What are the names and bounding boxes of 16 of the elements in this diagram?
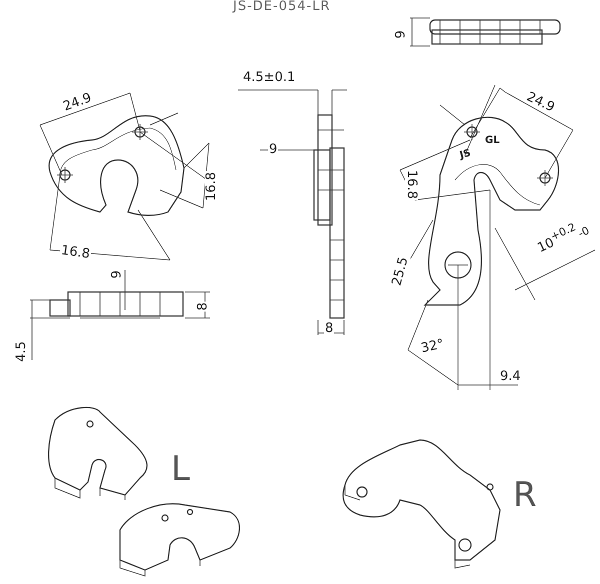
- view-letter: R: [512, 478, 538, 512]
- dimension-value: 4.5: [14, 340, 28, 363]
- part-number-title: JS-DE-054-LR: [232, 0, 332, 13]
- dimension-value: 8: [324, 322, 334, 335]
- dimension-value: 16.8: [204, 171, 218, 202]
- dimension-value: 9: [268, 143, 278, 156]
- dimension-value: 9.4: [499, 370, 522, 383]
- dimension-value: 8: [196, 301, 210, 312]
- dimension-value: 9: [110, 269, 124, 280]
- dimension-value: 4.5±0.1: [242, 71, 296, 84]
- dimension-value: 9: [394, 29, 408, 40]
- dimension-value: 25.5: [390, 254, 411, 288]
- engraved-text: GL: [484, 136, 501, 146]
- view-letter: L: [170, 452, 191, 486]
- dimension-value: 16.8: [404, 169, 418, 200]
- engraved-text: JS: [458, 148, 473, 162]
